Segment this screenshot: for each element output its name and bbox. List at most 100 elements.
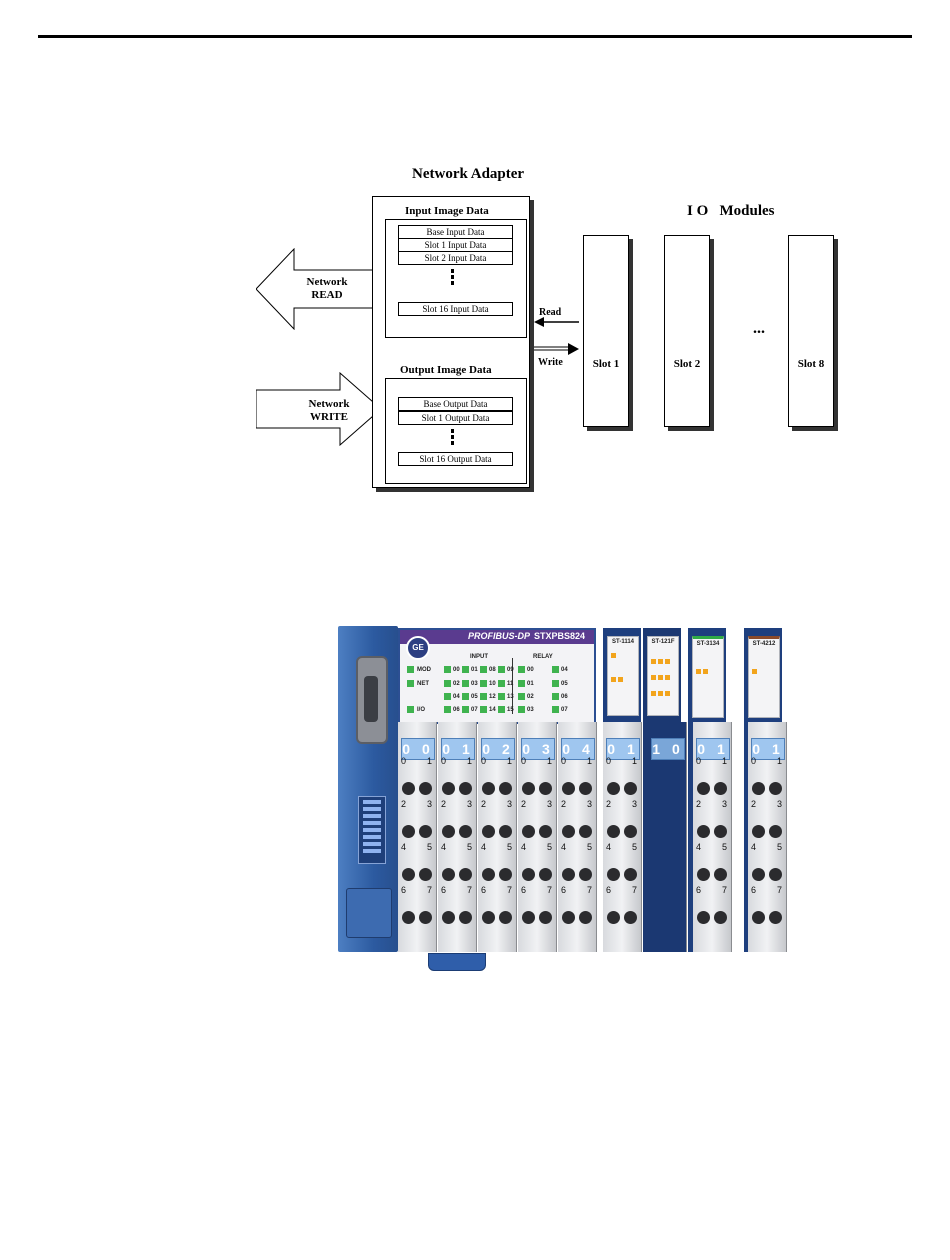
module-cap: 1 0 [651,738,685,760]
slot-1-label: Slot 1 [592,358,620,370]
slot-8: Slot 8 [788,235,834,427]
terminal-screw [714,825,727,838]
network-write-line1: Network [308,398,350,410]
ge-logo: GE [406,636,430,660]
panel-divider [512,658,513,714]
address-dip-switch [358,796,386,864]
terminal-screw [714,782,727,795]
terminal-screw [697,911,710,924]
module-cap: 0 4 [561,738,595,760]
read-label: Read [539,307,562,318]
terminal-screw [624,868,637,881]
terminal-number: 2 [441,799,447,809]
terminal-number: 1 [632,756,638,766]
slot-2: Slot 2 [664,235,710,427]
terminal-number: 1 [722,756,728,766]
terminal-number: 1 [587,756,593,766]
input-row-base: Base Input Data [398,225,513,239]
write-arrow [534,343,579,355]
terminal-number: 6 [401,885,407,895]
terminal-screw [402,782,415,795]
slots-ellipsis: ... [753,320,765,337]
diagram-title: Network Adapter [412,166,525,182]
output-continuation-dots [451,429,454,447]
terminal-number: 7 [632,885,638,895]
terminal-number: 5 [777,842,783,852]
terminal-screw [579,825,592,838]
input-row-slot1: Slot 1 Input Data [398,238,513,252]
terminal-screw [482,868,495,881]
terminal-screw [402,868,415,881]
module-cap: 0 1 [751,738,785,760]
terminal-number: 0 [751,756,757,766]
terminal-screw [522,911,535,924]
network-read-label: Network READ [292,276,362,302]
io-module-code: ST-3134 [696,641,720,647]
module-cap: 0 1 [441,738,475,760]
terminal-screw [579,868,592,881]
module-cap: 0 2 [481,738,515,760]
terminal-number: 5 [467,842,473,852]
terminal-screw [714,911,727,924]
mod-label: MOD [417,667,431,673]
terminal-number: 6 [481,885,487,895]
net-led [407,680,414,687]
terminal-screw [697,825,710,838]
adapter-base [338,626,398,952]
io-module-code: ST-121F [651,639,675,645]
terminal-number: 3 [587,799,593,809]
io-module-code: ST-1114 [611,639,635,645]
terminal-number: 0 [696,756,702,766]
terminal-screw [539,782,552,795]
output-image-box: Base Output Data Slot 1 Output Data Slot… [385,378,527,484]
terminal-screw [752,825,765,838]
terminal-screw [579,911,592,924]
terminal-screw [697,868,710,881]
terminal-number: 2 [561,799,567,809]
io-module-label: ST-3134 [692,636,724,718]
terminal-screw [562,825,575,838]
terminal-number: 6 [561,885,567,895]
terminal-number: 7 [777,885,783,895]
input-image-box: Base Input Data Slot 1 Input Data Slot 2… [385,219,527,338]
network-write-line2: WRITE [310,411,348,423]
output-image-title: Output Image Data [400,364,492,376]
terminal-number: 4 [606,842,612,852]
terminal-number: 3 [722,799,728,809]
power-connector [346,888,392,938]
terminal-number: 5 [507,842,513,852]
terminal-screw [562,782,575,795]
terminal-number: 2 [481,799,487,809]
module-cap: 0 1 [606,738,640,760]
terminal-number: 7 [722,885,728,895]
slot-1: Slot 1 [583,235,629,427]
terminal-number: 1 [427,756,433,766]
terminal-number: 2 [751,799,757,809]
adapter-box: Input Image Data Base Input Data Slot 1 … [372,196,530,488]
terminal-screw [499,782,512,795]
terminal-screw [607,911,620,924]
terminal-number: 5 [632,842,638,852]
terminal-number: 7 [507,885,513,895]
terminal-screw [482,782,495,795]
input-image-title: Input Image Data [405,205,489,217]
panel-header: PROFIBUS-DP STXPBS824 [400,630,594,644]
io-module-label: ST-121F [647,636,679,716]
terminal-screw [769,868,782,881]
terminal-number: 7 [467,885,473,895]
terminal-number: 5 [722,842,728,852]
terminal-number: 0 [521,756,527,766]
terminal-screw [419,825,432,838]
terminal-number: 4 [561,842,567,852]
terminal-screw [459,782,472,795]
slot-8-label: Slot 8 [797,358,825,370]
terminal-number: 4 [696,842,702,852]
terminal-number: 1 [467,756,473,766]
terminal-screw [539,868,552,881]
terminal-number: 3 [632,799,638,809]
terminal-screw [697,782,710,795]
